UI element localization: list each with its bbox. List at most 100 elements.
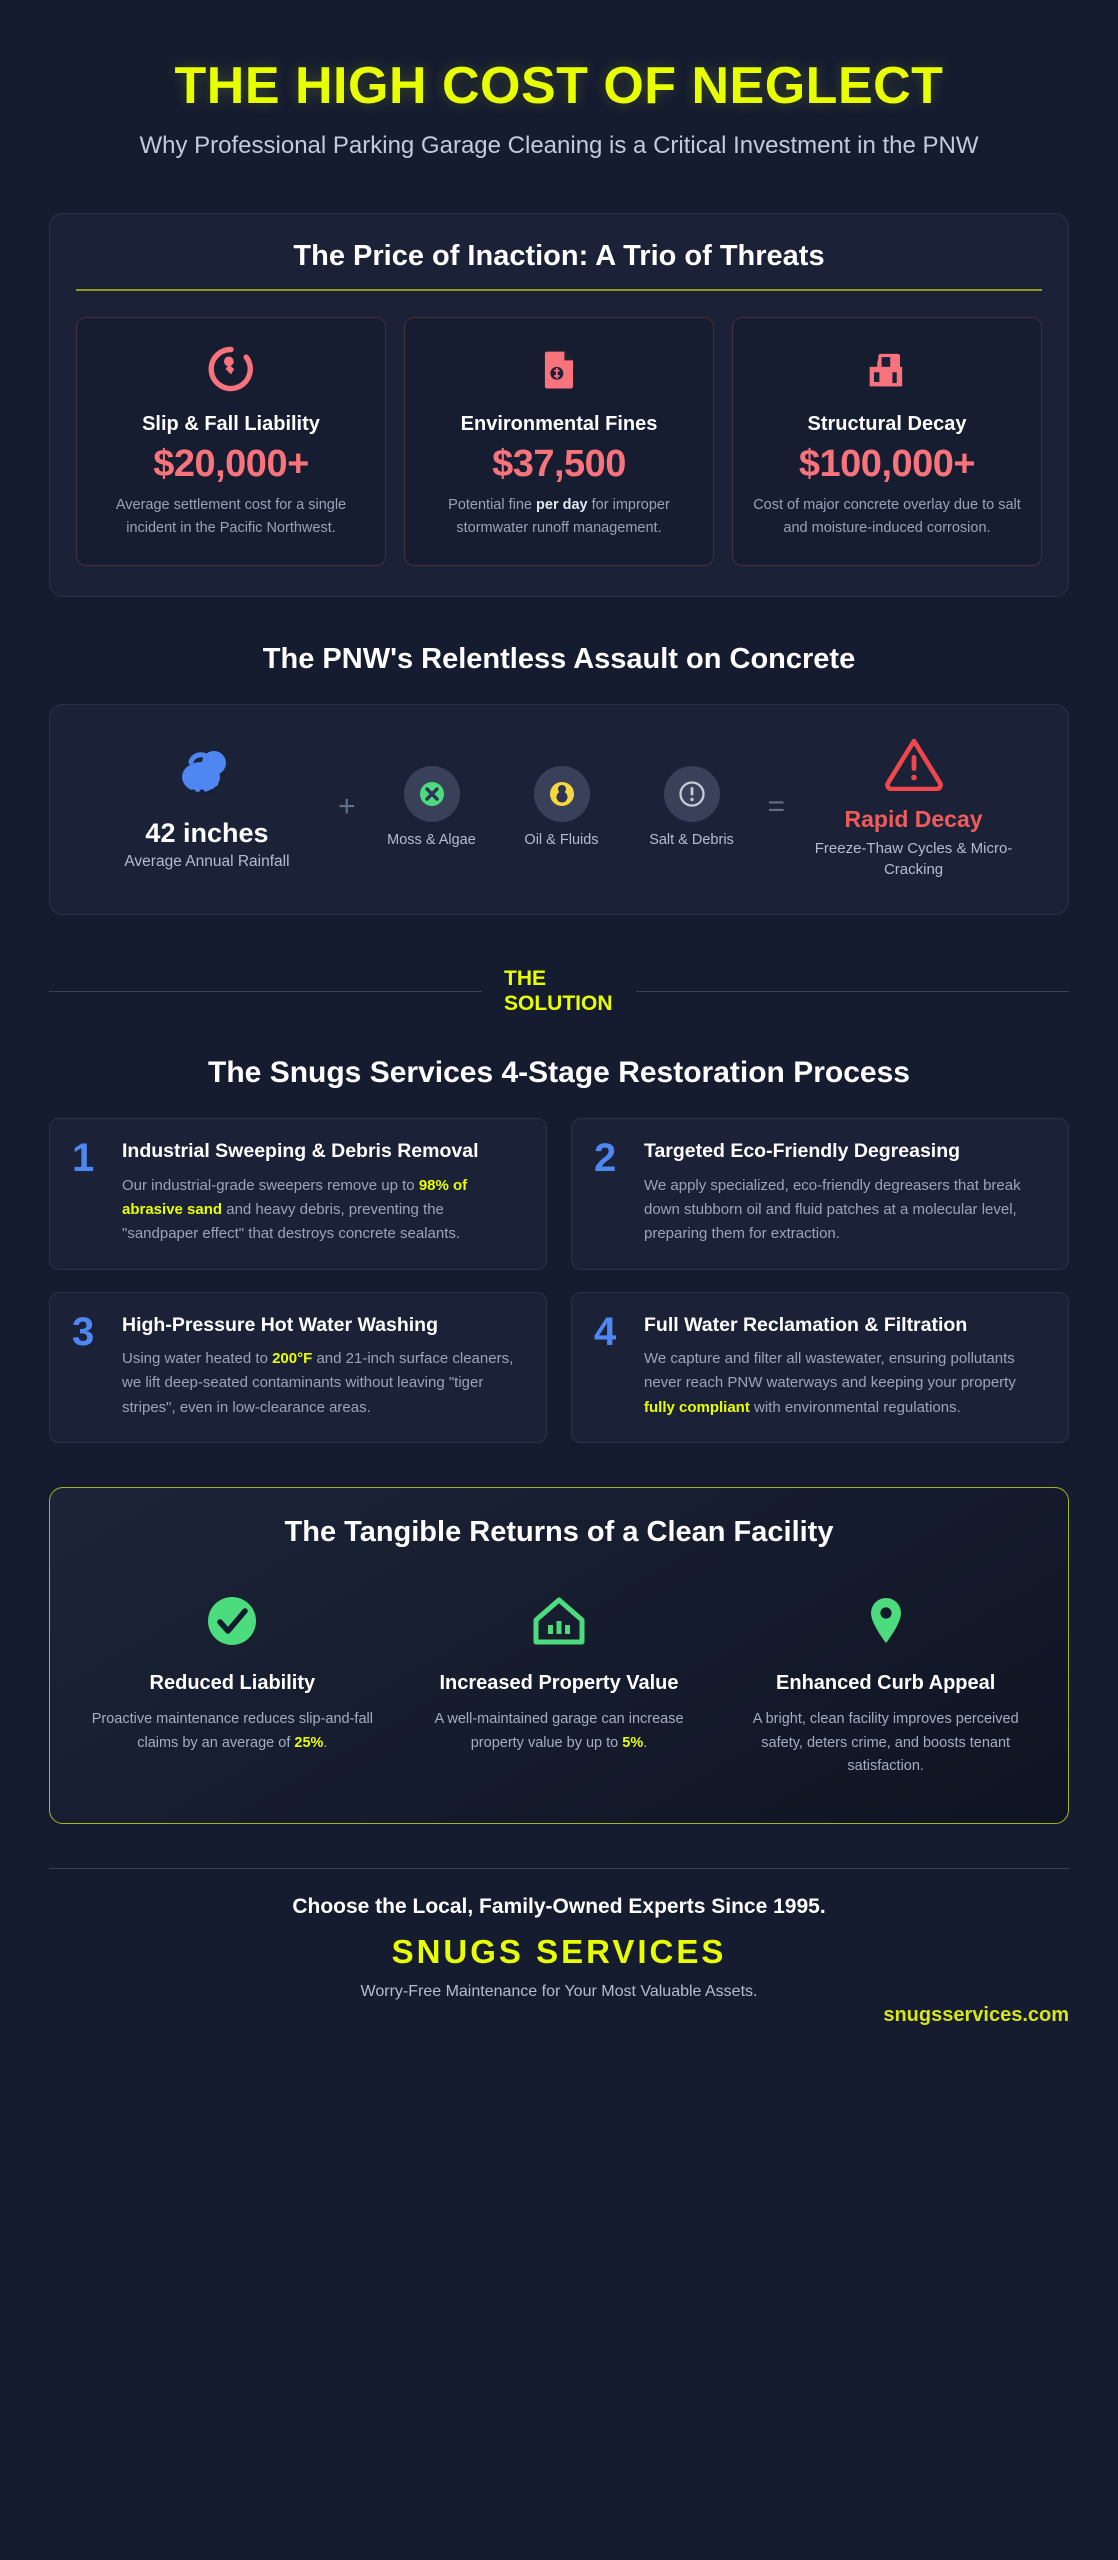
solution-divider: THE SOLUTION: [49, 967, 1069, 1017]
threat-name: Structural Decay: [807, 412, 967, 435]
assault-equation: 42 inches Average Annual Rainfall + Moss…: [49, 704, 1069, 915]
desc-post: and heavy debris, preventing the "sandpa…: [122, 1200, 461, 1243]
desc-pre: Our industrial-grade sweepers remove up …: [122, 1176, 419, 1194]
threat-value: $37,500: [492, 442, 626, 485]
decay-subtitle: Freeze-Thaw Cycles & Micro-Cracking: [814, 839, 1013, 878]
step-body: High-Pressure Hot Water Washing Using wa…: [122, 1313, 524, 1420]
desc-bold: 25%: [294, 1734, 324, 1751]
desc-post: .: [643, 1734, 648, 1751]
step-number: 2: [594, 1136, 617, 1181]
return-description: A bright, clean facility improves percei…: [735, 1708, 1036, 1778]
threat-description: Potential fine per day for improper stor…: [421, 494, 697, 539]
footer-cta: Choose the Local, Family-Owned Experts S…: [292, 1894, 826, 1918]
returns-title: The Tangible Returns of a Clean Facility: [284, 1515, 834, 1548]
step-body: Targeted Eco-Friendly Degreasing We appl…: [644, 1139, 1046, 1246]
step-number: 3: [72, 1309, 95, 1354]
decay-result-block: Rapid Decay Freeze-Thaw Cycles & Micro-C…: [801, 735, 1026, 880]
assault-heading: The PNW's Relentless Assault on Concrete: [262, 643, 856, 676]
desc-post: .: [323, 1734, 328, 1751]
contaminant-item: Oil & Fluids: [502, 766, 622, 848]
rainfall-block: 42 inches Average Annual Rainfall: [92, 744, 322, 871]
step-title: Full Water Reclamation & Filtration: [644, 1313, 968, 1336]
process-title: The Snugs Services 4-Stage Restoration P…: [208, 1056, 910, 1090]
step-body: Full Water Reclamation & Filtration We c…: [644, 1313, 1046, 1420]
rainfall-value: 42 inches: [145, 817, 269, 848]
moss-algae-icon: [403, 766, 460, 823]
threat-name: Environmental Fines: [460, 412, 658, 435]
divider-line-left: [49, 991, 482, 993]
contaminant-label: Oil & Fluids: [524, 832, 599, 849]
step-number: 1: [72, 1136, 95, 1181]
building-decay-icon: [749, 340, 1025, 398]
threat-description: Cost of major concrete overlay due to sa…: [749, 494, 1025, 539]
oil-fluids-icon: [533, 766, 590, 823]
threat-card: Slip & Fall Liability $20,000+ Average s…: [76, 316, 386, 567]
return-name: Increased Property Value: [439, 1671, 679, 1694]
desc-post: with environmental regulations.: [749, 1398, 961, 1416]
desc-bold: 98% of abrasive sand: [122, 1176, 468, 1218]
process-step-card: 2 Targeted Eco-Friendly Degreasing We ap…: [571, 1118, 1069, 1270]
desc-bold: per day: [536, 497, 588, 514]
process-step-card: 3 High-Pressure Hot Water Washing Using …: [49, 1291, 547, 1443]
panel-divider: [76, 288, 1042, 291]
footer-section: Choose the Local, Family-Owned Experts S…: [49, 1895, 1069, 2035]
brand-tagline: Worry-Free Maintenance for Your Most Val…: [360, 1982, 758, 2000]
return-description: A well-maintained garage can increase pr…: [409, 1708, 710, 1755]
returns-panel: The Tangible Returns of a Clean Facility…: [49, 1486, 1069, 1824]
threat-card: Structural Decay $100,000+ Cost of major…: [732, 316, 1042, 567]
threat-value: $100,000+: [798, 442, 976, 485]
website-url[interactable]: snugsservices.com: [883, 2003, 1069, 2026]
contaminant-list: Moss & Algae Oil & Fluids: [372, 766, 752, 848]
solution-label-line1: THE: [504, 966, 546, 990]
page-subtitle: Why Professional Parking Garage Cleaning…: [139, 132, 979, 160]
check-circle-icon: [82, 1589, 383, 1653]
fine-document-icon: [421, 340, 697, 398]
return-item: Reduced Liability Proactive maintenance …: [76, 1589, 389, 1779]
step-title: Industrial Sweeping & Debris Removal: [122, 1140, 479, 1163]
desc-pre: A bright, clean facility improves percei…: [752, 1711, 1019, 1775]
page-title: THE HIGH COST OF NEGLECT: [174, 57, 944, 115]
desc-pre: Using water heated to: [122, 1349, 273, 1367]
desc-bold: 5%: [622, 1734, 644, 1751]
return-item: Enhanced Curb Appeal A bright, clean fac…: [729, 1589, 1042, 1779]
desc-pre: We capture and filter all wastewater, en…: [644, 1349, 1016, 1392]
return-name: Enhanced Curb Appeal: [776, 1671, 996, 1694]
process-step-list: 1 Industrial Sweeping & Debris Removal O…: [49, 1118, 1069, 1443]
footer-divider: [49, 1867, 1069, 1869]
step-number: 4: [594, 1309, 617, 1354]
desc-bold: 200°F: [272, 1349, 313, 1367]
step-title: Targeted Eco-Friendly Degreasing: [644, 1140, 961, 1163]
threat-value: $20,000+: [153, 442, 309, 485]
process-step-card: 1 Industrial Sweeping & Debris Removal O…: [49, 1118, 547, 1270]
equals-operator: =: [767, 790, 786, 824]
decay-title: Rapid Decay: [844, 806, 983, 833]
contaminant-label: Salt & Debris: [649, 832, 734, 849]
returns-item-list: Reduced Liability Proactive maintenance …: [76, 1589, 1042, 1779]
desc-pre: Proactive maintenance reduces slip-and-f…: [91, 1711, 373, 1751]
contaminant-label: Moss & Algae: [387, 832, 476, 849]
return-item: Increased Property Value A well-maintain…: [403, 1589, 716, 1779]
step-title: High-Pressure Hot Water Washing: [122, 1313, 439, 1336]
threats-panel-title: The Price of Inaction: A Trio of Threats: [293, 239, 825, 272]
hero-section: THE HIGH COST OF NEGLECT Why Professiona…: [49, 40, 1069, 183]
desc-pre: Potential fine: [448, 497, 537, 514]
desc-bold: fully compliant: [644, 1398, 750, 1416]
step-description: Using water heated to 200°F and 21-inch …: [122, 1347, 524, 1420]
threats-panel: The Price of Inaction: A Trio of Threats…: [49, 212, 1069, 598]
solution-label-line2: SOLUTION: [504, 991, 613, 1015]
return-description: Proactive maintenance reduces slip-and-f…: [82, 1708, 383, 1755]
return-name: Reduced Liability: [149, 1671, 316, 1694]
rainfall-label: Average Annual Rainfall: [124, 853, 290, 871]
cloud-rain-icon: [92, 744, 322, 811]
salt-debris-icon: [663, 766, 720, 823]
step-description: Our industrial-grade sweepers remove up …: [122, 1174, 524, 1247]
plus-operator: +: [337, 790, 356, 824]
threat-card: Environmental Fines $37,500 Potential fi…: [404, 316, 714, 567]
threat-name: Slip & Fall Liability: [142, 412, 320, 435]
process-step-card: 4 Full Water Reclamation & Filtration We…: [571, 1291, 1069, 1443]
desc-pre: Cost of major concrete overlay due to sa…: [753, 497, 1021, 536]
step-description: We capture and filter all wastewater, en…: [644, 1347, 1046, 1420]
brand-name: SNUGS SERVICES: [391, 1932, 727, 1970]
slip-fall-icon: [93, 340, 369, 398]
